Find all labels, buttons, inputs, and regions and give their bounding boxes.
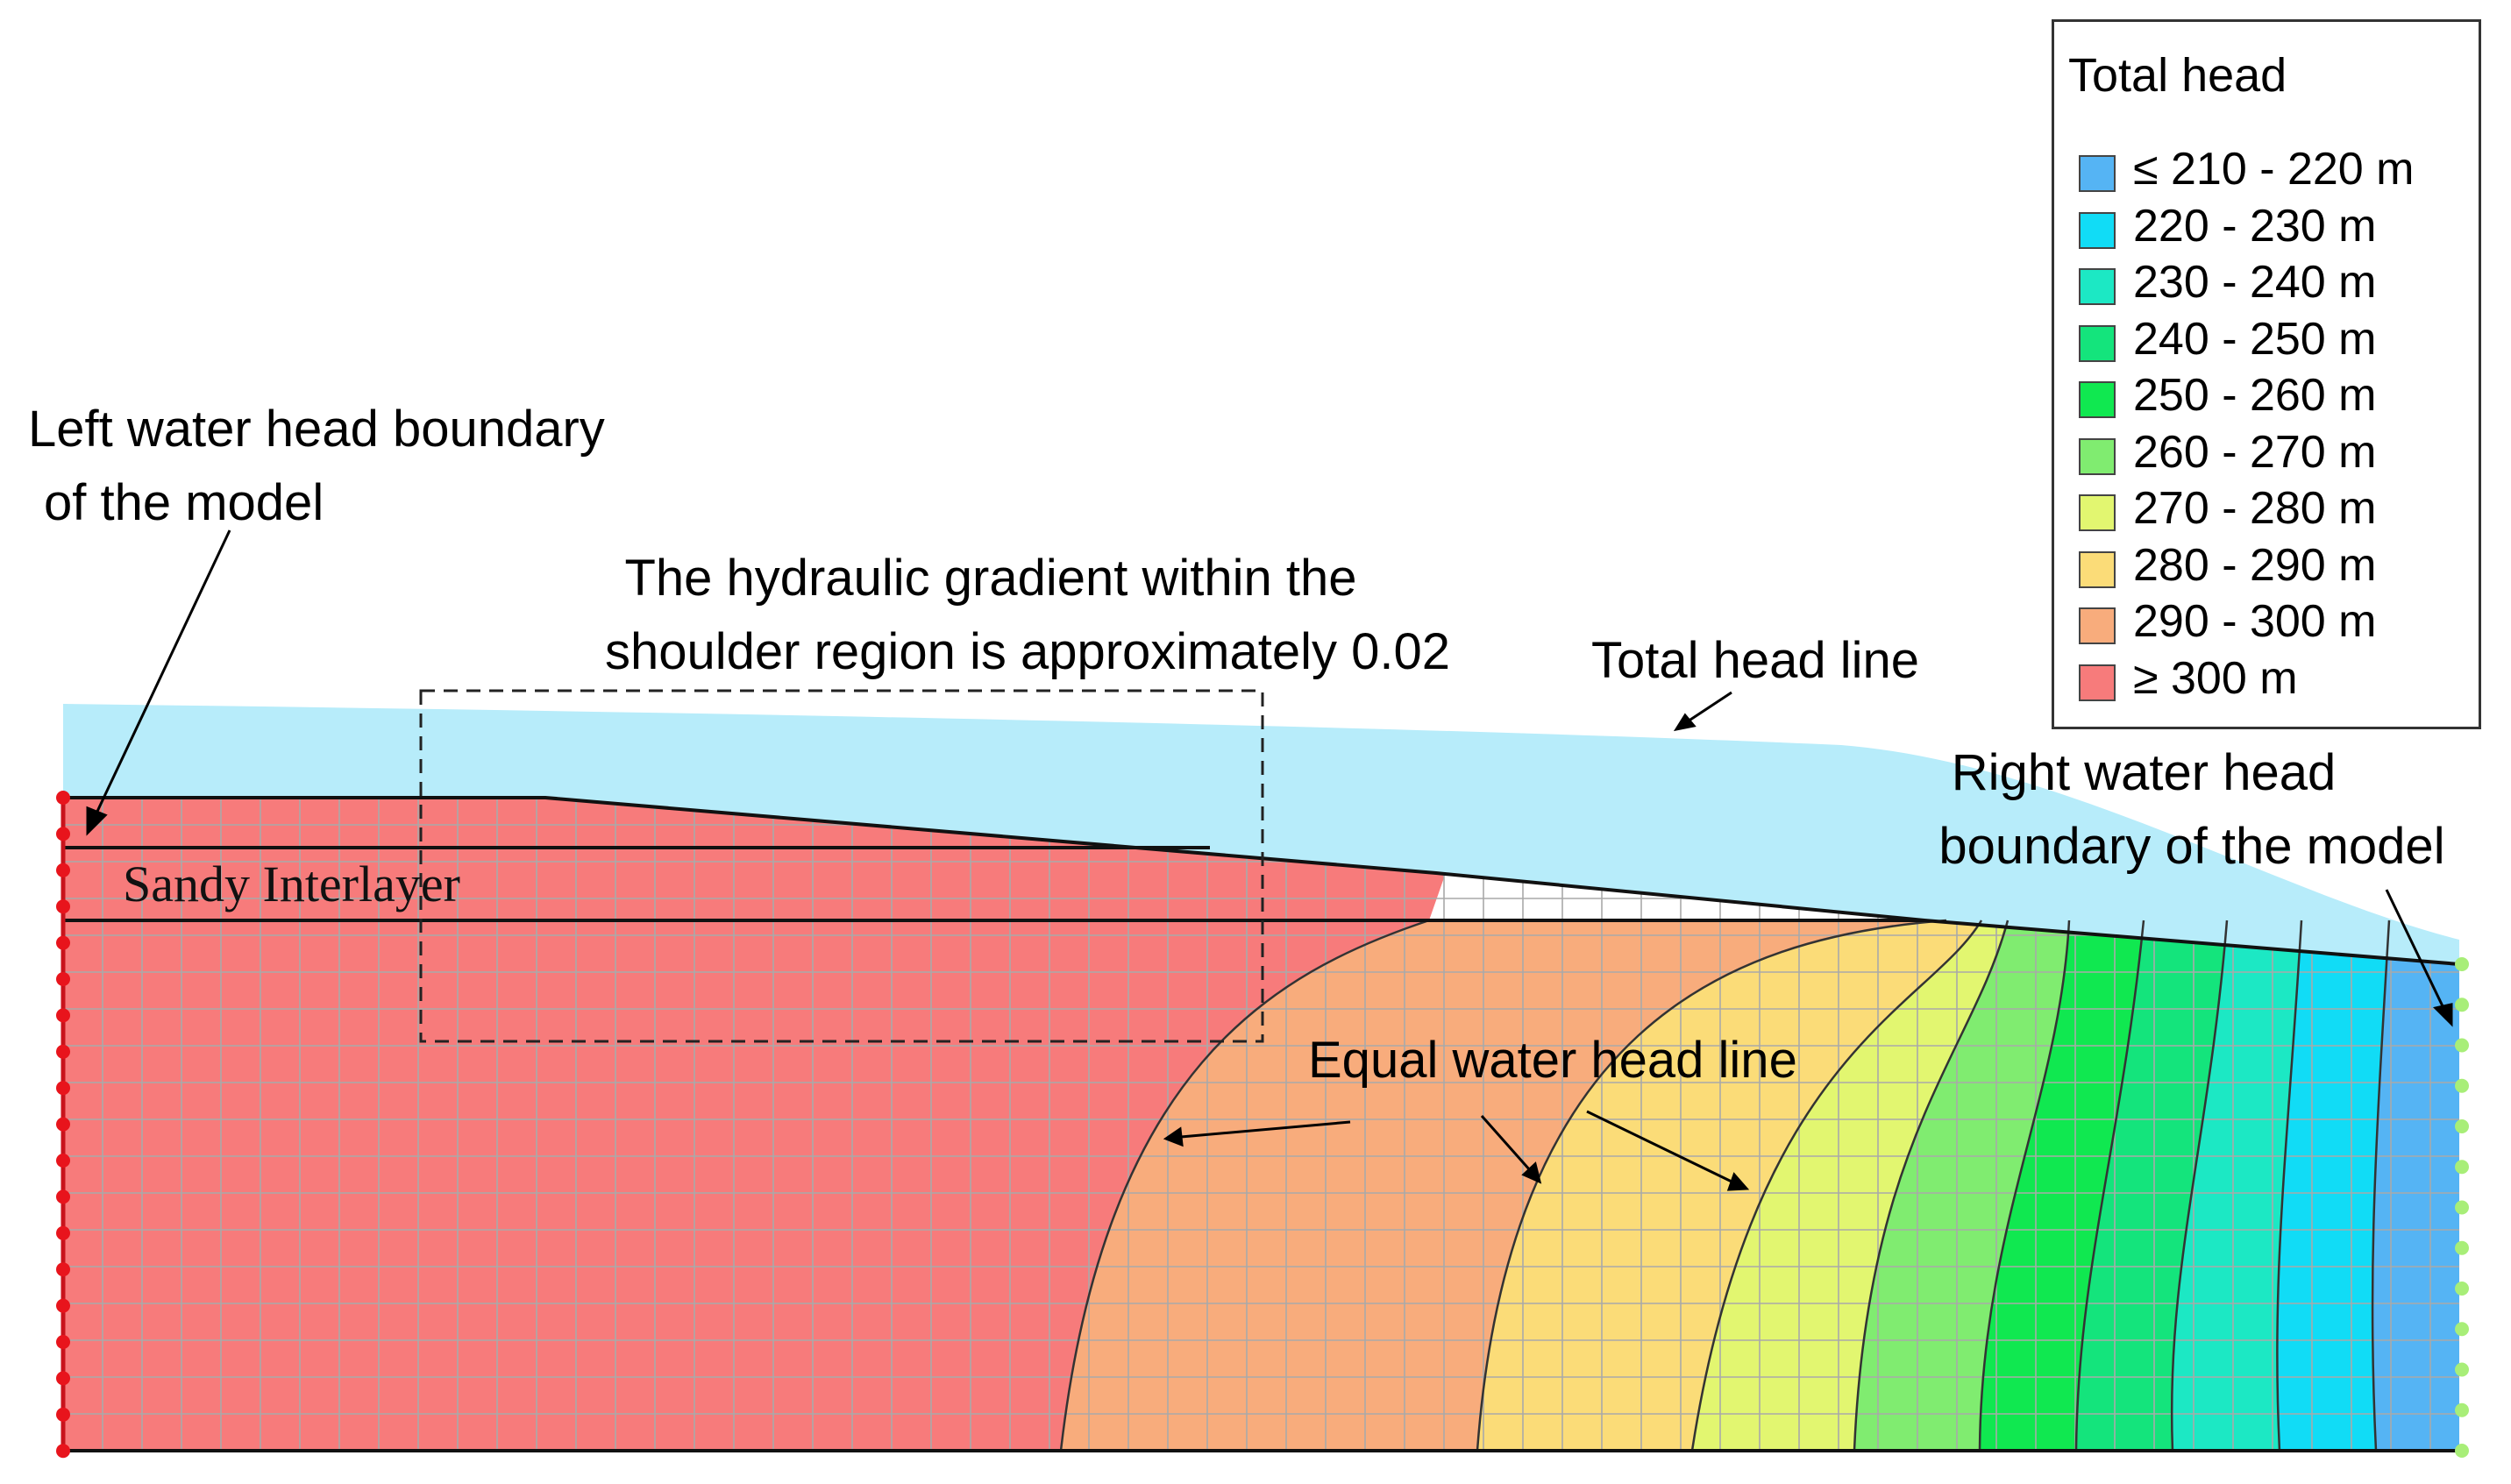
legend-title: Total head — [2068, 49, 2287, 102]
boundary-node — [56, 863, 70, 877]
zone-260-270 — [1854, 920, 2069, 1451]
boundary-node — [2455, 1200, 2469, 1215]
boundary-node — [56, 1444, 70, 1459]
gradient-note-line2: shoulder region is approximately 0.02 — [605, 623, 1450, 681]
legend-label: 230 - 240 m — [2133, 257, 2377, 308]
total-head-line-label: Total head line — [1591, 632, 1920, 689]
boundary-node — [2455, 1078, 2469, 1093]
equal-head-line-label: Equal water head line — [1308, 1032, 1797, 1089]
legend-label: 240 - 250 m — [2133, 313, 2377, 365]
legend-swatch — [2079, 211, 2116, 249]
boundary-node — [56, 1298, 70, 1313]
left-boundary-label-line1: Left water head boundary — [28, 401, 605, 458]
legend-swatch — [2079, 550, 2116, 588]
left-boundary-label-line2: of the model — [44, 474, 324, 532]
legend-swatch — [2079, 324, 2116, 362]
boundary-node — [2455, 998, 2469, 1012]
boundary-node — [56, 972, 70, 986]
zone-250-260 — [1980, 920, 2144, 1451]
boundary-node — [2455, 957, 2469, 971]
boundary-node — [2455, 1119, 2469, 1133]
legend-label: 290 - 300 m — [2133, 596, 2377, 647]
boundary-node — [56, 1225, 70, 1240]
boundary-node — [2455, 1362, 2469, 1377]
boundary-node — [2455, 1160, 2469, 1175]
sandy-interlayer-label: Sandy Interlayer — [123, 856, 460, 912]
boundary-node — [2455, 1282, 2469, 1296]
legend-label: 250 - 260 m — [2133, 370, 2377, 421]
interlayer-lines — [63, 846, 1924, 922]
legend-swatch — [2079, 381, 2116, 418]
zone-230-240 — [2172, 920, 2301, 1451]
boundary-node — [2455, 1240, 2469, 1255]
legend-swatch — [2079, 607, 2116, 644]
legend-label: ≤ 210 - 220 m — [2133, 144, 2415, 195]
right-boundary-nodes — [2455, 957, 2469, 1458]
boundary-node — [2455, 1402, 2469, 1417]
left-boundary-label: Left water head boundary of the model — [28, 393, 605, 540]
right-boundary-label: Right water head boundary of the model — [1885, 736, 2499, 884]
boundary-node — [56, 1044, 70, 1059]
boundary-node — [56, 791, 70, 805]
right-boundary-line1: Right water head — [1951, 744, 2337, 801]
legend-swatch — [2079, 664, 2116, 701]
boundary-node — [56, 1081, 70, 1096]
boundary-node — [56, 1371, 70, 1386]
boundary-node — [56, 1154, 70, 1168]
zone-290-300 — [1061, 920, 1946, 1451]
left-boundary-nodes — [56, 791, 70, 1459]
boundary-node — [56, 1117, 70, 1132]
boundary-node — [56, 827, 70, 841]
boundary-node — [56, 899, 70, 914]
annotation-arrows — [86, 529, 2453, 1191]
zone-220-230 — [2277, 920, 2389, 1451]
right-boundary-line2: boundary of the model — [1938, 818, 2445, 876]
gradient-note-label: The hydraulic gradient within the should… — [535, 542, 1450, 689]
legend-swatch — [2079, 494, 2116, 531]
legend-swatch — [2079, 155, 2116, 192]
zone-210-220 — [2372, 920, 2459, 1451]
boundary-node — [56, 935, 70, 950]
legend-label: ≥ 300 m — [2133, 652, 2298, 704]
boundary-node — [56, 1262, 70, 1277]
legend-label: 280 - 290 m — [2133, 539, 2377, 591]
boundary-node — [2455, 1444, 2469, 1458]
boundary-node — [2455, 1322, 2469, 1337]
legend-swatch — [2079, 437, 2116, 475]
gradient-note-line1: The hydraulic gradient within the — [624, 550, 1357, 607]
boundary-node — [56, 1335, 70, 1349]
contour-lines — [1059, 919, 2391, 1452]
shoulder-region-box — [419, 689, 1264, 1043]
boundary-node — [2455, 1038, 2469, 1053]
legend-swatch — [2079, 268, 2116, 305]
ground-surface — [63, 796, 2460, 966]
zone-270-280 — [1692, 920, 2008, 1451]
legend-label: 270 - 280 m — [2133, 483, 2377, 534]
boundary-node — [56, 1189, 70, 1204]
boundary-node — [56, 1407, 70, 1422]
legend-label: 220 - 230 m — [2133, 200, 2377, 252]
legend-label: 260 - 270 m — [2133, 426, 2377, 478]
zone-240-250 — [2076, 920, 2227, 1451]
boundary-node — [56, 1008, 70, 1023]
